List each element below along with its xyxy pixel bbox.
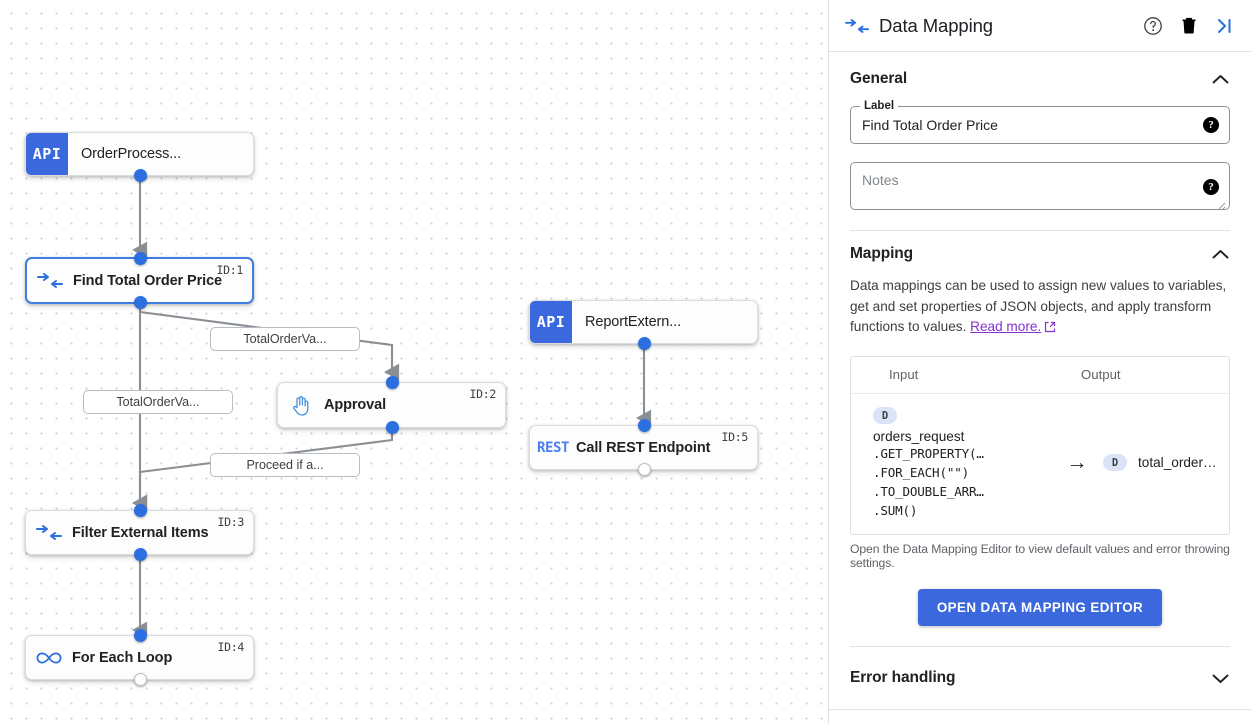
help-icon[interactable]: ? <box>1203 179 1219 195</box>
output-type-chip: D <box>1103 454 1127 472</box>
rest-badge-icon: REST <box>536 439 570 456</box>
section-general: General Label Find Total Order Price ? N… <box>829 52 1251 231</box>
node-label: ReportExtern... <box>585 314 682 330</box>
node-label: Approval <box>324 397 387 413</box>
flow-node-for-each-loop[interactable]: For Each Loop ID:4 <box>25 629 254 686</box>
section-mapping-header[interactable]: Mapping <box>850 245 1230 263</box>
node-input-port[interactable] <box>638 419 651 432</box>
mapping-description-text: Data mappings can be used to assign new … <box>850 278 1227 334</box>
node-input-port[interactable] <box>134 252 147 265</box>
section-divider <box>829 709 1251 710</box>
expression-line: .SUM() <box>873 503 918 518</box>
section-title: General <box>850 70 908 87</box>
section-divider <box>850 230 1230 231</box>
data-mapping-icon <box>26 525 72 540</box>
section-title: Mapping <box>850 245 914 262</box>
node-id-tag: ID:2 <box>469 387 497 401</box>
mapping-button-row: OPEN DATA MAPPING EDITOR <box>850 589 1230 626</box>
open-data-mapping-editor-button[interactable]: OPEN DATA MAPPING EDITOR <box>917 589 1163 626</box>
node-output-port[interactable] <box>134 296 147 309</box>
notes-placeholder: Notes <box>862 172 899 188</box>
node-input-port[interactable] <box>134 504 147 517</box>
section-error-handling: Error handling <box>829 647 1251 687</box>
output-variable-name: total_order… <box>1138 455 1217 471</box>
trash-icon[interactable] <box>1180 16 1198 35</box>
section-general-header[interactable]: General <box>850 70 1230 88</box>
panel-header: Data Mapping <box>829 0 1251 52</box>
data-mapping-icon <box>845 18 879 33</box>
edge-label[interactable]: TotalOrderVa... <box>210 327 360 351</box>
read-more-link[interactable]: Read more. <box>970 319 1042 334</box>
column-header-output: Output <box>1081 367 1121 382</box>
label-field-value: Find Total Order Price <box>862 117 998 133</box>
mapping-editor-note: Open the Data Mapping Editor to view def… <box>850 542 1230 570</box>
node-input-port[interactable] <box>386 376 399 389</box>
mapping-output-cell: D total_order… <box>1103 454 1217 472</box>
node-output-port[interactable] <box>638 337 651 350</box>
chevron-up-icon[interactable] <box>1211 248 1230 261</box>
node-output-port[interactable] <box>134 673 147 686</box>
mapping-row[interactable]: D orders_request .GET_PROPERTY(… .FOR_EA… <box>851 394 1229 535</box>
help-icon[interactable]: ? <box>1203 117 1219 133</box>
mapping-description: Data mappings can be used to assign new … <box>850 276 1230 340</box>
collapse-panel-icon[interactable] <box>1215 17 1235 35</box>
edge-label[interactable]: TotalOrderVa... <box>83 390 233 414</box>
expression-line: .FOR_EACH("") <box>873 465 969 480</box>
flow-node-call-rest-endpoint[interactable]: REST Call REST Endpoint ID:5 <box>529 419 758 476</box>
resize-grip-icon[interactable] <box>1217 198 1226 211</box>
api-badge-icon: API <box>530 301 572 343</box>
expression-line: .TO_DOUBLE_ARR… <box>873 484 984 499</box>
flow-node-approval[interactable]: Approval ID:2 <box>277 376 506 434</box>
node-id-tag: ID:5 <box>721 430 749 444</box>
hand-icon <box>278 395 324 416</box>
mapping-table: Input Output D orders_request .GET_PROPE… <box>850 355 1230 535</box>
flow-canvas[interactable]: API OrderProcess... Find Total Order Pri… <box>0 0 829 723</box>
flow-node-orderprocess[interactable]: API OrderProcess... <box>25 132 254 182</box>
node-id-tag: ID:4 <box>217 640 245 654</box>
node-label: OrderProcess... <box>81 146 182 162</box>
flow-node-reportexternal[interactable]: API ReportExtern... <box>529 300 758 350</box>
external-link-icon[interactable] <box>1044 319 1056 340</box>
node-input-port[interactable] <box>134 629 147 642</box>
section-title: Error handling <box>850 669 956 686</box>
node-label: Call REST Endpoint <box>576 439 711 456</box>
mapping-input-cell: D orders_request .GET_PROPERTY(… .FOR_EA… <box>851 406 1051 521</box>
panel-header-actions <box>1143 16 1237 36</box>
panel-title: Data Mapping <box>879 14 993 36</box>
notes-field[interactable]: Notes ? <box>850 162 1230 211</box>
flow-node-filter-external-items[interactable]: Filter External Items ID:3 <box>25 504 254 561</box>
chevron-up-icon[interactable] <box>1211 73 1230 86</box>
expression-line: .GET_PROPERTY(… <box>873 446 984 461</box>
section-error-handling-header[interactable]: Error handling <box>850 669 1230 687</box>
node-output-port[interactable] <box>134 169 147 182</box>
mapping-arrow-icon: → <box>1066 450 1088 474</box>
column-header-input: Input <box>889 367 919 382</box>
help-circle-icon[interactable] <box>1143 16 1163 36</box>
input-variable-name: orders_request <box>873 429 965 444</box>
edge-label[interactable]: Proceed if a... <box>210 453 360 477</box>
node-label: For Each Loop <box>72 649 173 666</box>
input-expression: .GET_PROPERTY(… .FOR_EACH("") .TO_DOUBLE… <box>873 444 1051 520</box>
flow-edges <box>132 176 652 639</box>
node-label: Filter External Items <box>72 524 209 541</box>
flow-node-find-total-order-price[interactable]: Find Total Order Price ID:1 <box>25 252 254 309</box>
mapping-table-header: Input Output <box>851 357 1229 394</box>
node-id-tag: ID:3 <box>217 515 245 529</box>
label-field-legend: Label <box>860 100 899 112</box>
input-type-chip: D <box>873 407 897 424</box>
section-mapping: Mapping Data mappings can be used to ass… <box>829 231 1251 647</box>
node-output-port[interactable] <box>134 548 147 561</box>
label-field[interactable]: Label Find Total Order Price ? <box>850 100 1230 144</box>
api-badge-icon: API <box>26 133 68 175</box>
node-output-port[interactable] <box>638 463 651 476</box>
node-output-port[interactable] <box>386 421 399 434</box>
section-divider <box>850 646 1230 647</box>
node-id-tag: ID:1 <box>216 263 244 277</box>
node-label: Find Total Order Price <box>73 272 223 289</box>
chevron-down-icon[interactable] <box>1211 672 1230 685</box>
panel-body: General Label Find Total Order Price ? N… <box>829 52 1251 723</box>
infinity-loop-icon <box>26 651 72 665</box>
data-mapping-icon <box>27 273 73 288</box>
properties-panel: Data Mapping General <box>829 0 1251 723</box>
